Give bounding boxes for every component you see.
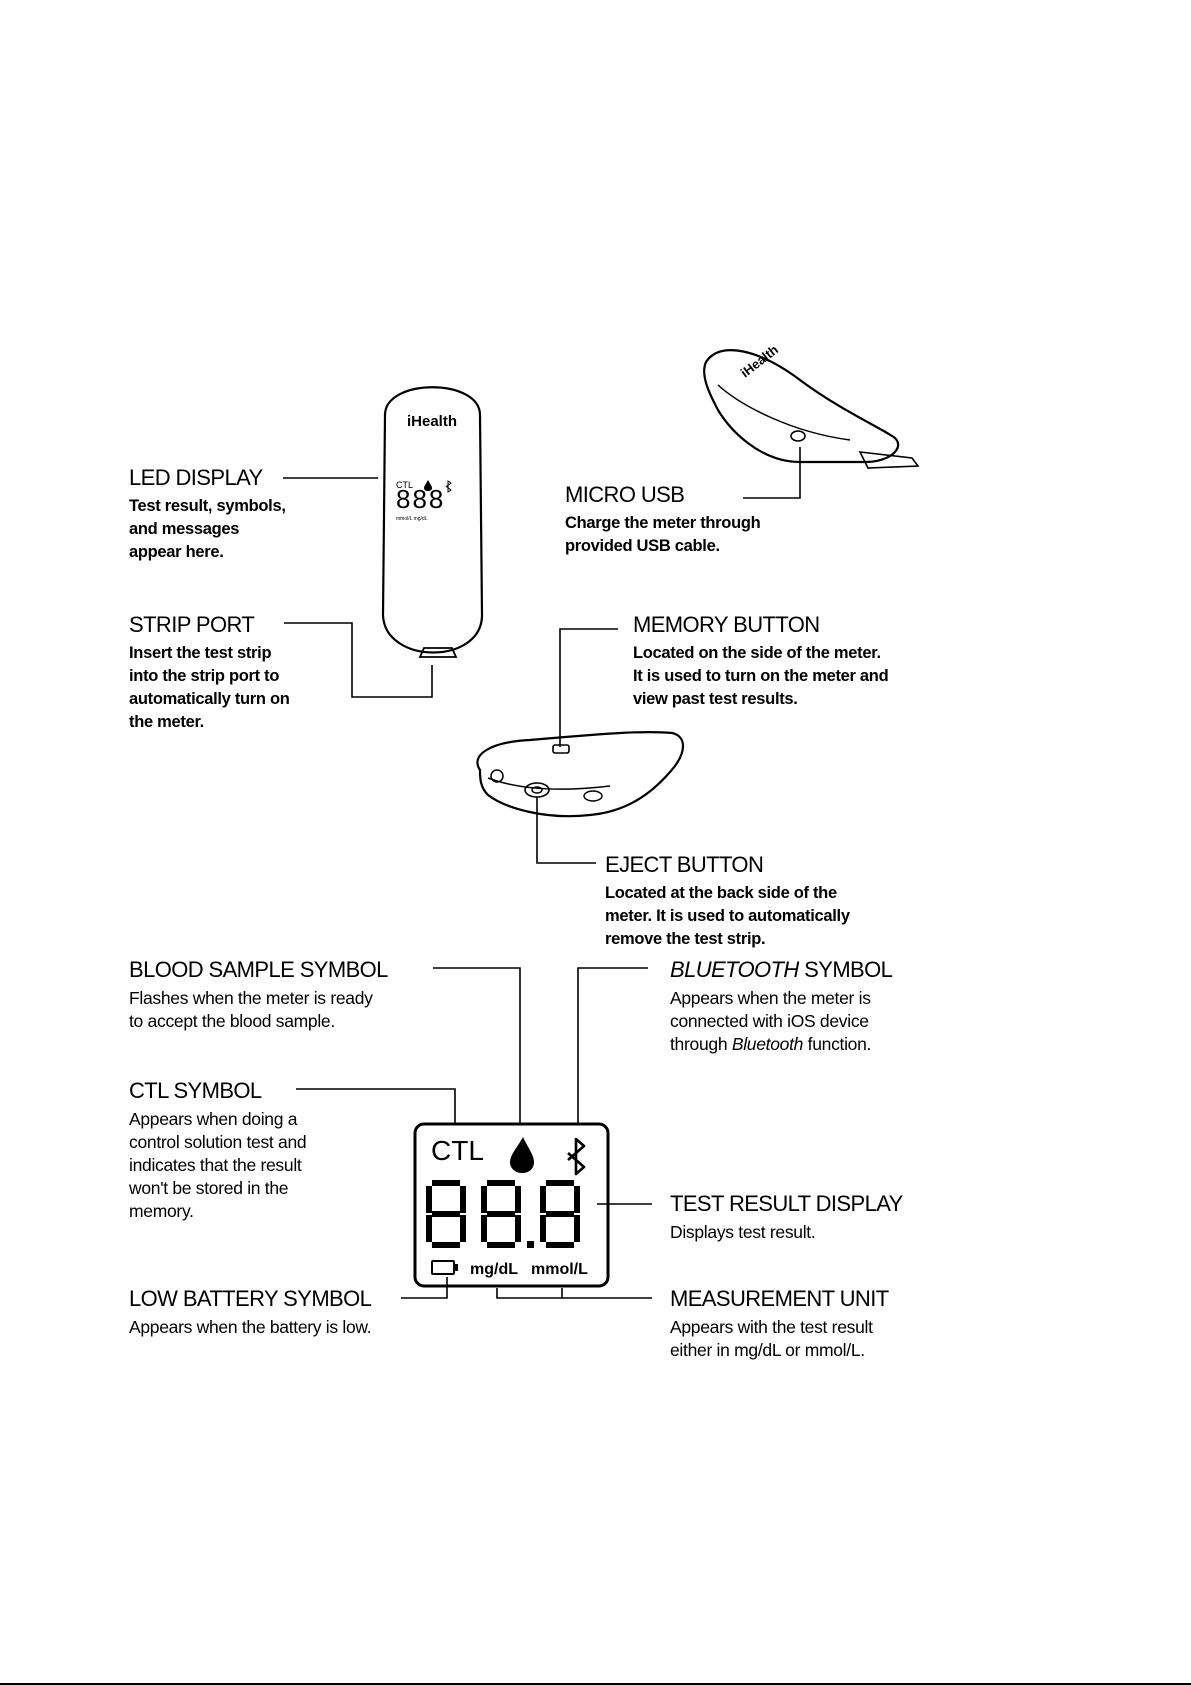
lcd-digit-2-segment-c <box>515 1215 521 1242</box>
lcd-digit-segments <box>426 1180 580 1248</box>
meter-front-view <box>381 386 484 658</box>
callout-micro-usb: MICRO USB Charge the meter through provi… <box>565 482 761 558</box>
callout-desc: Test result, symbols, and messages appea… <box>129 497 286 561</box>
meter-top-brand: iHealth <box>738 342 781 381</box>
callout-title: MEASUREMENT UNIT <box>670 1286 889 1311</box>
callout-desc: Charge the meter through provided USB ca… <box>565 514 761 555</box>
callout-measurement-unit: MEASUREMENT UNIT Appears with the test r… <box>670 1286 889 1362</box>
leader-lines-bottom <box>296 967 652 1299</box>
callout-desc: Located at the back side of the meter. I… <box>605 884 850 948</box>
bluetooth-icon <box>567 1137 586 1176</box>
meter-front-ctl: CTL <box>396 480 413 490</box>
lcd-unit-mmol: mmol/L <box>531 1261 588 1278</box>
callout-title: TEST RESULT DISPLAY <box>670 1191 903 1216</box>
callout-title: LOW BATTERY SYMBOL <box>129 1286 372 1311</box>
callout-strip-port: STRIP PORT Insert the test strip into th… <box>129 612 290 734</box>
callout-title: BLOOD SAMPLE SYMBOL <box>129 957 388 982</box>
callout-desc: Appears with the test result either in m… <box>670 1317 873 1360</box>
callout-title: CTL SYMBOL <box>129 1078 262 1103</box>
leader-lines-top <box>283 447 801 864</box>
lcd-digit-1-segment-d <box>432 1242 460 1248</box>
lcd-digit-3-segment-a <box>546 1180 574 1186</box>
lcd-digit-1-segment-f <box>426 1186 432 1213</box>
meter-top-view <box>703 349 920 469</box>
callout-desc: Located on the side of the meter. It is … <box>633 644 889 708</box>
lcd-digit-2-segment-f <box>481 1186 487 1213</box>
lcd-digit-3-segment-d <box>546 1242 574 1248</box>
callout-ctl-symbol: CTL SYMBOL Appears when doing a control … <box>129 1078 307 1223</box>
micro-usb-port <box>790 430 806 442</box>
lcd-digit-3-segment-g <box>546 1211 574 1217</box>
meter-front-digits: 888 <box>396 484 445 514</box>
callout-eject-button: EJECT BUTTON Located at the back side of… <box>605 852 850 951</box>
lcd-digit-1-segment-g <box>432 1211 460 1217</box>
page-bottom-rule <box>0 1683 1191 1685</box>
eject-button-shape <box>524 782 550 798</box>
lcd-digit-1-segment-e <box>426 1215 432 1242</box>
lcd-digit-3-segment-c <box>574 1215 580 1242</box>
callout-title: EJECT BUTTON <box>605 852 764 877</box>
callout-desc: Appears when the battery is low. <box>129 1317 372 1337</box>
meter-front-brand: iHealth <box>407 413 457 430</box>
lcd-digit-2-segment-a <box>487 1180 515 1186</box>
lcd-panel-frame <box>413 1122 610 1288</box>
battery-icon <box>431 1260 458 1275</box>
meter-side-view <box>476 731 685 818</box>
lcd-digit-1-segment-a <box>432 1180 460 1186</box>
callout-desc: Displays test result. <box>670 1222 816 1242</box>
lcd-digit-3-segment-e <box>540 1215 546 1242</box>
callout-title: MICRO USB <box>565 482 685 507</box>
callout-title: MEMORY BUTTON <box>633 612 820 637</box>
lcd-decimal-point <box>527 1241 534 1248</box>
callout-memory-button: MEMORY BUTTON Located on the side of the… <box>633 612 889 711</box>
callout-title: STRIP PORT <box>129 612 255 637</box>
blood-drop-icon <box>510 1137 534 1173</box>
lcd-digit-2-segment-e <box>481 1215 487 1242</box>
callout-bluetooth-symbol: BLUETOOTH SYMBOL Appears when the meter … <box>670 957 893 1056</box>
lcd-digit-1-segment-c <box>460 1215 466 1242</box>
callout-low-battery-symbol: LOW BATTERY SYMBOL Appears when the batt… <box>129 1286 372 1339</box>
lcd-unit-mg: mg/dL <box>470 1261 518 1278</box>
lcd-digit-2-segment-g <box>487 1211 515 1217</box>
lcd-digit-3-segment-b <box>574 1186 580 1213</box>
callout-test-result-display: TEST RESULT DISPLAY Displays test result… <box>670 1191 903 1244</box>
lcd-digit-2-segment-b <box>515 1186 521 1213</box>
callout-title: BLUETOOTH SYMBOL <box>670 957 893 982</box>
meter-front-mini-icons <box>424 480 452 493</box>
callout-desc: Flashes when the meter is ready to accep… <box>129 988 373 1031</box>
callout-desc: Insert the test strip into the strip por… <box>129 644 290 731</box>
lcd-digit-3-segment-f <box>540 1186 546 1213</box>
callout-title: LED DISPLAY <box>129 465 263 490</box>
callout-led-display: LED DISPLAY Test result, symbols, and me… <box>129 465 286 564</box>
memory-button-shape <box>552 744 570 754</box>
meter-front-units: mmol/L mg/dL <box>396 516 428 522</box>
callout-blood-sample-symbol: BLOOD SAMPLE SYMBOL Flashes when the met… <box>129 957 388 1033</box>
callout-desc: Appears when the meter is connected with… <box>670 988 872 1054</box>
lcd-digit-2-segment-d <box>487 1242 515 1248</box>
lcd-digit-1-segment-b <box>460 1186 466 1213</box>
callout-desc: Appears when doing a control solution te… <box>129 1109 307 1221</box>
lcd-ctl-label: CTL <box>431 1135 484 1166</box>
